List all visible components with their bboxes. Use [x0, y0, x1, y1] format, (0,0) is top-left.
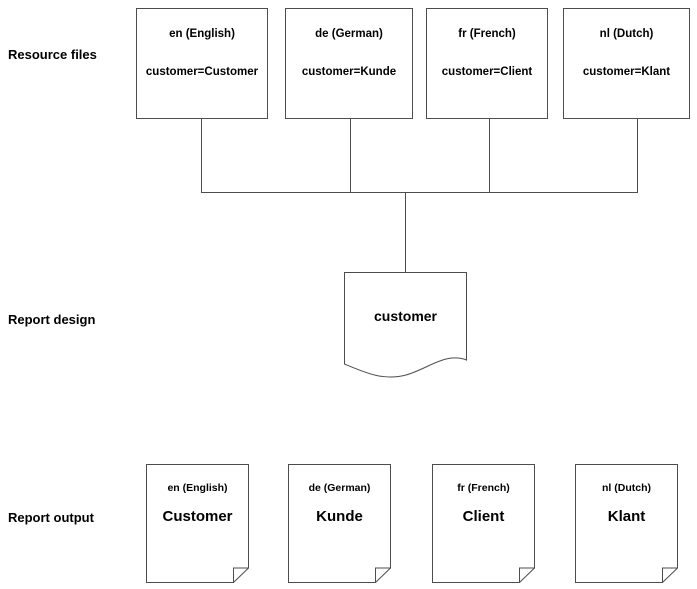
- connector-drop-de: [350, 119, 351, 193]
- resource-file-entry: customer=Kunde: [301, 66, 397, 78]
- report-output-document-nl[interactable]: nl (Dutch) Klant: [575, 464, 678, 583]
- connector-drop-fr: [489, 119, 490, 193]
- report-design-key: customer: [373, 308, 438, 324]
- connector-drop-to-report-design: [405, 192, 406, 273]
- report-output-document-de[interactable]: de (German) Kunde: [288, 464, 391, 583]
- report-design-document[interactable]: customer: [344, 272, 467, 378]
- document-folded-corner-icon: [432, 464, 535, 583]
- row-label-report-design: Report design: [8, 312, 96, 327]
- document-wavy-shape-icon: [344, 272, 467, 378]
- document-folded-corner-icon: [146, 464, 249, 583]
- report-output-document-en[interactable]: en (English) Customer: [146, 464, 249, 583]
- resource-file-box-de[interactable]: de (German) customer=Kunde: [285, 8, 413, 119]
- row-label-report-output: Report output: [8, 510, 94, 525]
- report-output-locale: fr (French): [457, 482, 510, 494]
- report-output-locale: de (German): [308, 482, 371, 494]
- resource-file-locale: nl (Dutch): [599, 28, 654, 40]
- report-output-value: Customer: [162, 508, 233, 525]
- row-label-resource-files: Resource files: [8, 47, 97, 62]
- connector-drop-nl: [637, 119, 638, 193]
- resource-file-entry: customer=Customer: [145, 66, 259, 78]
- connector-bus-horizontal: [201, 192, 638, 193]
- resource-file-entry: customer=Klant: [582, 66, 671, 78]
- resource-file-box-en[interactable]: en (English) customer=Customer: [136, 8, 268, 119]
- resource-file-box-nl[interactable]: nl (Dutch) customer=Klant: [563, 8, 690, 119]
- resource-file-locale: fr (French): [458, 28, 516, 40]
- resource-file-locale: de (German): [315, 28, 383, 40]
- document-folded-corner-icon: [288, 464, 391, 583]
- report-output-value: Client: [462, 508, 505, 525]
- resource-file-locale: en (English): [169, 28, 235, 40]
- report-output-value: Kunde: [316, 508, 363, 525]
- resource-file-entry: customer=Client: [441, 66, 533, 78]
- report-output-value: Klant: [607, 508, 646, 525]
- document-folded-corner-icon: [575, 464, 678, 583]
- report-output-document-fr[interactable]: fr (French) Client: [432, 464, 535, 583]
- resource-file-box-fr[interactable]: fr (French) customer=Client: [426, 8, 548, 119]
- connector-drop-en: [201, 119, 202, 193]
- report-output-locale: nl (Dutch): [602, 482, 651, 494]
- report-output-locale: en (English): [167, 482, 228, 494]
